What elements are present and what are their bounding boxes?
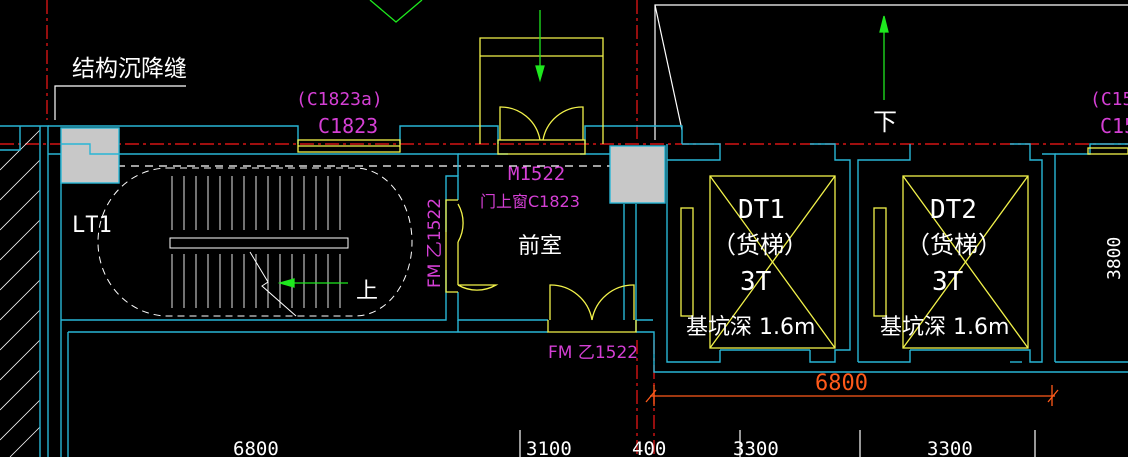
dimension-label-6800: 6800: [233, 438, 279, 457]
stair: [97, 167, 413, 317]
dimension-label-3800: 3800: [1104, 237, 1125, 280]
wall-line: [858, 350, 911, 363]
down-label: 下: [873, 108, 897, 136]
right-window-label: C15: [1100, 114, 1128, 138]
wall-line: [457, 292, 548, 321]
wall-line: [61, 270, 447, 321]
wall-line: [666, 144, 721, 363]
counterweight: [873, 207, 887, 317]
stair-handrail: [169, 237, 349, 249]
wall-line: [1010, 143, 1043, 363]
wall-line: [1055, 143, 1128, 155]
stair-up-label: 上: [356, 279, 378, 304]
hatch-line: [0, 219, 41, 261]
elevator1-type: （货梯）: [712, 231, 808, 259]
columns: [60, 127, 666, 204]
elevator2-type: （货梯）: [906, 231, 1002, 259]
window: [1087, 147, 1128, 155]
hatch-line: [0, 189, 41, 231]
roof-slope: [654, 4, 683, 131]
stair-break-line: [249, 251, 297, 317]
stair-treads: [171, 176, 341, 308]
dimension-label-3300-b: 3300: [927, 438, 973, 457]
dimension-label-6800-red: 6800: [815, 371, 868, 396]
wall-line: [399, 125, 499, 144]
door-swing: [499, 106, 541, 141]
dimension-6800: [645, 385, 1059, 406]
door-top-window-label: 门上窗C1823: [480, 192, 580, 211]
door-swing: [549, 284, 593, 321]
door-swing: [457, 203, 464, 243]
elevator1-id: DT1: [738, 195, 785, 225]
wall-line: [1042, 153, 1056, 362]
elevator2-id: DT2: [930, 195, 977, 225]
anteroom-label: 前室: [518, 234, 562, 259]
elevator1-capacity: 3T: [740, 267, 772, 297]
structure-joint-label: 结构沉降缝: [72, 56, 187, 82]
stair-up-arrow-icon: [277, 278, 348, 288]
column-notch: [61, 143, 119, 155]
elevator2-pit: 基坑深 1.6m: [880, 315, 1009, 340]
dimension-label-3300-a: 3300: [733, 438, 779, 457]
door-label-m1522: M1522: [508, 163, 565, 185]
north-triangle: [369, 0, 423, 23]
misc-lines: [54, 4, 1128, 457]
wall-line: [0, 126, 21, 151]
hatch-wall: [0, 129, 41, 457]
counterweight: [680, 207, 694, 317]
elevator-car: [709, 175, 836, 349]
wall-line: [48, 125, 299, 144]
column: [60, 127, 120, 184]
fire-door-label-vertical: FM 乙1522: [425, 198, 445, 288]
doors-windows: [297, 37, 1128, 349]
leader-line: [54, 85, 186, 120]
dimension-label-400: 400: [632, 438, 666, 457]
stair-tag-label: LT1: [72, 213, 112, 238]
elevator2-capacity: 3T: [932, 267, 964, 297]
elevator1-pit: 基坑深 1.6m: [686, 315, 815, 340]
wall-line: [857, 144, 911, 362]
hatch-line: [0, 249, 41, 291]
wall-line: [667, 143, 721, 161]
wall-line: [809, 143, 851, 363]
shaft-arrow-icon: [535, 10, 545, 83]
dimension-label-3100: 3100: [526, 438, 572, 457]
fire-door-label-bottom: FM 乙1522: [548, 343, 638, 363]
door-frame: [547, 320, 637, 333]
door-swing: [591, 284, 635, 321]
wall-line: [445, 175, 459, 232]
door-swing: [542, 106, 584, 141]
door-frame: [445, 199, 458, 293]
hatch-line: [0, 399, 41, 441]
wall-line: [118, 153, 459, 176]
hatch-line: [0, 369, 41, 411]
column: [609, 145, 666, 204]
elevator-car: [902, 175, 1029, 349]
right-window-label-top: (C152: [1090, 89, 1128, 110]
hatch-line: [0, 339, 41, 381]
door-swing: [457, 284, 499, 291]
down-arrow-icon: [879, 15, 889, 100]
wall-line: [584, 125, 683, 144]
stair-outline: [97, 167, 413, 317]
door-frame: [497, 139, 586, 155]
hatch-line: [9, 426, 41, 457]
window-label-c1823a: (C1823a): [296, 89, 383, 110]
hatch-line: [0, 279, 41, 321]
shaft-outline: [479, 37, 604, 144]
wall-line: [636, 331, 1128, 373]
hatch-line: [0, 159, 41, 201]
hatch-line: [0, 309, 41, 351]
window-label-c1823: C1823: [318, 114, 378, 138]
